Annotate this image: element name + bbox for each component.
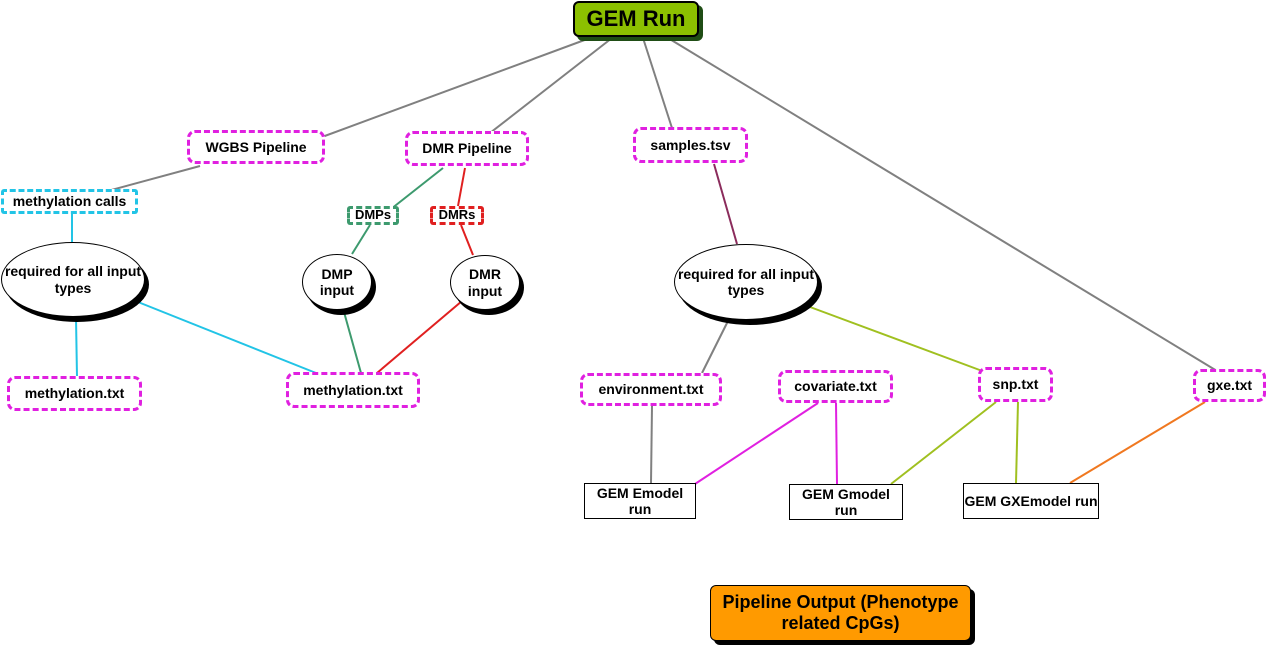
edge-dmr-dmps [390,167,444,210]
gem-run-node: GEM Run [573,1,699,37]
edge-covariate-emodel [694,402,819,485]
required-all-inputs-left-node: required for all input types [1,242,145,317]
gem-gmodel-run-node: GEM Gmodel run [789,484,903,520]
edge-gemrun-samples [642,37,673,129]
edge-dmrs-dmrinput [460,224,474,256]
edge-gemrun-wgbs [321,37,591,138]
edge-required-snp [809,306,986,373]
wgbs-pipeline-node: WGBS Pipeline [187,130,325,164]
dmrs-node: DMRs [430,206,484,225]
edge-snp-gxemodel [1015,401,1019,484]
environment-txt-node: environment.txt [580,373,722,406]
methylation-txt-node-middle: methylation.txt [286,372,420,408]
edge-dmrinput-methtxt2 [376,300,463,374]
edge-dmr-dmrs [457,167,466,207]
methylation-calls-node: methylation calls [1,189,138,214]
methylation-txt-node-left: methylation.txt [7,376,142,411]
edge-required-methtxt2 [137,301,317,374]
edge-environment-emodel [650,405,653,484]
gem-emodel-run-node: GEM Emodel run [584,483,696,519]
dmps-node: DMPs [347,206,399,225]
dmr-input-node: DMR input [450,255,520,310]
samples-tsv-node: samples.tsv [633,127,748,163]
edge-dmps-dmpinput [351,224,371,255]
dmr-pipeline-node: DMR Pipeline [405,131,529,166]
gxe-txt-node: gxe.txt [1193,369,1266,402]
edge-covariate-gmodel [835,402,838,485]
edge-dmpinput-methtxt2 [343,311,362,374]
edge-required-environment [701,320,729,374]
edge-snp-gmodel [890,401,997,485]
snp-txt-node: snp.txt [978,367,1053,402]
covariate-txt-node: covariate.txt [778,370,893,403]
gem-gxemodel-run-node: GEM GXEmodel run [963,483,1099,519]
pipeline-output-node: Pipeline Output (Phenotype related CpGs) [710,585,971,641]
required-all-inputs-right-node: required for all input types [674,244,818,320]
edge-samples-required [713,163,738,245]
edge-required-methtxt1 [75,317,78,378]
dmp-input-node: DMP input [302,254,372,310]
edge-gxe-gxemodel [1069,401,1206,484]
edge-wgbs-methylationcalls [103,165,201,193]
edge-gemrun-dmr [489,37,613,134]
edge-gemrun-gxe [667,37,1218,372]
